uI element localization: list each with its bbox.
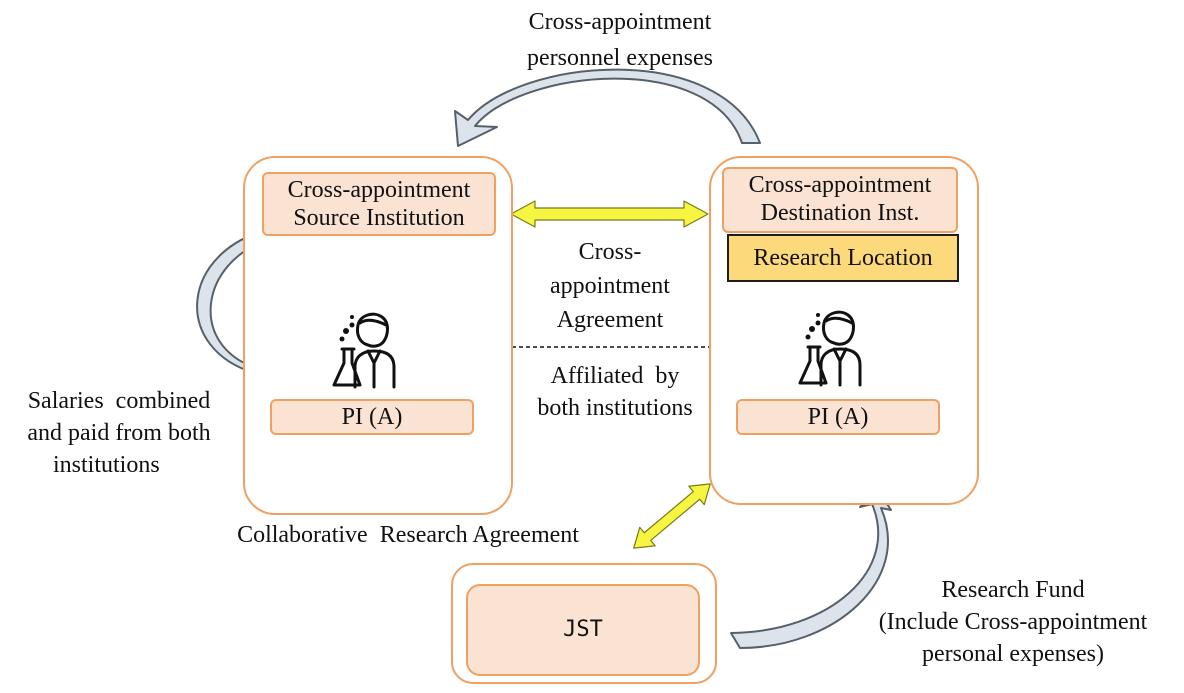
- salaries-line2: and paid from both: [27, 420, 211, 446]
- cross-appointment-agreement-arrow: [510, 200, 709, 228]
- personnel-expenses-line1: Cross-appointment: [528, 9, 712, 35]
- personnel-expenses-label: Cross-appointment personnel expenses: [480, 8, 760, 72]
- jst-label: JST: [466, 584, 700, 676]
- source-title-line2: Source Institution: [293, 205, 465, 231]
- research-fund-line1: Research Fund: [941, 577, 1085, 603]
- destination-institution-title: Cross-appointment Destination Inst.: [722, 167, 958, 233]
- agreement-line2: appointment: [550, 273, 670, 299]
- research-fund-label: Research Fund (Include Cross-appointment…: [845, 574, 1181, 670]
- affiliation-label: Affiliated by both institutions: [515, 360, 715, 424]
- personnel-expenses-arrow: [454, 68, 761, 147]
- personnel-expenses-line2: personnel expenses: [527, 45, 713, 71]
- cross-appointment-agreement-label: Cross- appointment Agreement: [510, 235, 710, 337]
- research-fund-line3: personal expenses): [922, 641, 1104, 667]
- salaries-label: Salaries combined and paid from both ins…: [0, 385, 238, 481]
- research-fund-line2: (Include Cross-appointment: [878, 609, 1148, 635]
- source-institution-title: Cross-appointment Source Institution: [262, 172, 496, 236]
- salaries-line1: Salaries combined: [27, 388, 211, 414]
- research-location-box: Research Location: [727, 234, 959, 282]
- agreement-line1: Cross-: [578, 239, 642, 265]
- agreement-line3: Agreement: [556, 307, 664, 333]
- source-title-line1: Cross-appointment: [287, 177, 471, 203]
- affiliation-line2: both institutions: [537, 395, 693, 421]
- source-pi-label: PI (A): [270, 399, 474, 435]
- destination-title-line1: Cross-appointment: [748, 172, 932, 198]
- destination-title-line2: Destination Inst.: [760, 200, 920, 226]
- collaborative-agreement-arrow: [633, 483, 711, 549]
- scientist-with-flask-icon: [332, 312, 396, 389]
- collaborative-agreement-label: Collaborative Research Agreement: [237, 522, 579, 548]
- scientist-with-flask-icon-destination: [798, 310, 862, 387]
- affiliation-line1: Affiliated by: [550, 363, 680, 389]
- salaries-line3: institutions: [53, 452, 160, 478]
- destination-pi-label: PI (A): [736, 399, 940, 435]
